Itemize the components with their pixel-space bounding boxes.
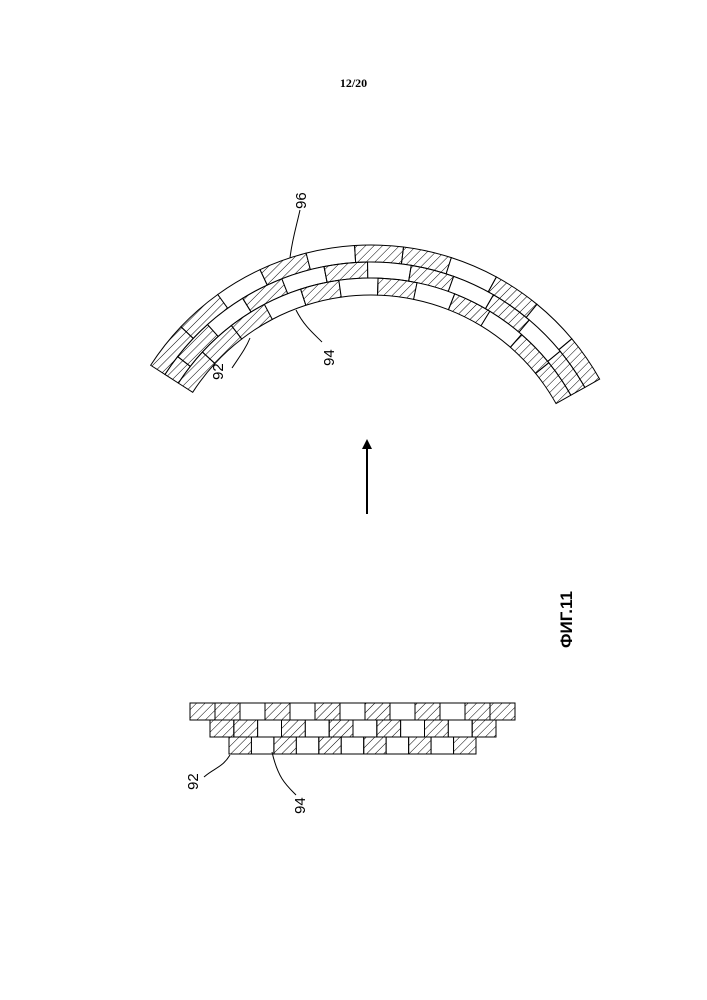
leader-line-92-flat	[204, 755, 230, 777]
figure-label: ФИГ.11	[557, 591, 576, 648]
flat-block-2-9	[431, 737, 453, 754]
flat-block-1-3	[282, 720, 306, 737]
flat-block-2-7	[386, 737, 408, 754]
leader-line-96-curved	[290, 210, 300, 258]
flat-assembly	[190, 703, 515, 754]
flat-block-2-3	[296, 737, 318, 754]
curved-block-2-6	[378, 278, 418, 299]
flat-block-2-8	[409, 737, 431, 754]
flat-block-0-10	[440, 703, 465, 720]
flat-block-2-5	[341, 737, 363, 754]
flat-block-1-6	[353, 720, 377, 737]
flat-block-0-6	[340, 703, 365, 720]
flat-block-0-9	[415, 703, 440, 720]
label-92-curved: 92	[210, 363, 227, 380]
flat-block-2-0	[229, 737, 251, 754]
leader-line-94-curved	[296, 310, 322, 342]
flat-block-2-6	[364, 737, 386, 754]
transform-arrow	[362, 439, 372, 514]
flat-block-1-11	[472, 720, 496, 737]
flat-block-1-7	[377, 720, 401, 737]
curved-block-2-5	[339, 278, 378, 297]
curved-block-0-5	[355, 245, 404, 264]
flat-block-0-12	[490, 703, 515, 720]
flat-block-2-10	[454, 737, 476, 754]
flat-block-1-9	[425, 720, 449, 737]
label-92-flat: 92	[185, 773, 202, 790]
flat-block-2-4	[319, 737, 341, 754]
label-94-curved: 94	[321, 349, 338, 366]
flat-block-0-0	[190, 703, 215, 720]
flat-block-1-4	[305, 720, 329, 737]
flat-block-1-0	[210, 720, 234, 737]
flat-block-2-1	[251, 737, 273, 754]
flat-block-1-10	[448, 720, 472, 737]
flat-block-1-8	[401, 720, 425, 737]
flat-block-1-5	[329, 720, 353, 737]
flat-block-1-2	[258, 720, 282, 737]
flat-block-1-1	[234, 720, 258, 737]
flat-block-0-7	[365, 703, 390, 720]
flat-block-0-1	[215, 703, 240, 720]
flat-block-0-4	[290, 703, 315, 720]
flat-block-0-3	[265, 703, 290, 720]
label-96-curved: 96	[293, 192, 310, 209]
leader-line-94-flat	[272, 752, 296, 795]
flat-block-0-11	[465, 703, 490, 720]
flat-block-0-2	[240, 703, 265, 720]
flat-block-0-5	[315, 703, 340, 720]
flat-block-0-8	[390, 703, 415, 720]
label-94-flat: 94	[292, 797, 309, 814]
flat-block-2-2	[274, 737, 296, 754]
